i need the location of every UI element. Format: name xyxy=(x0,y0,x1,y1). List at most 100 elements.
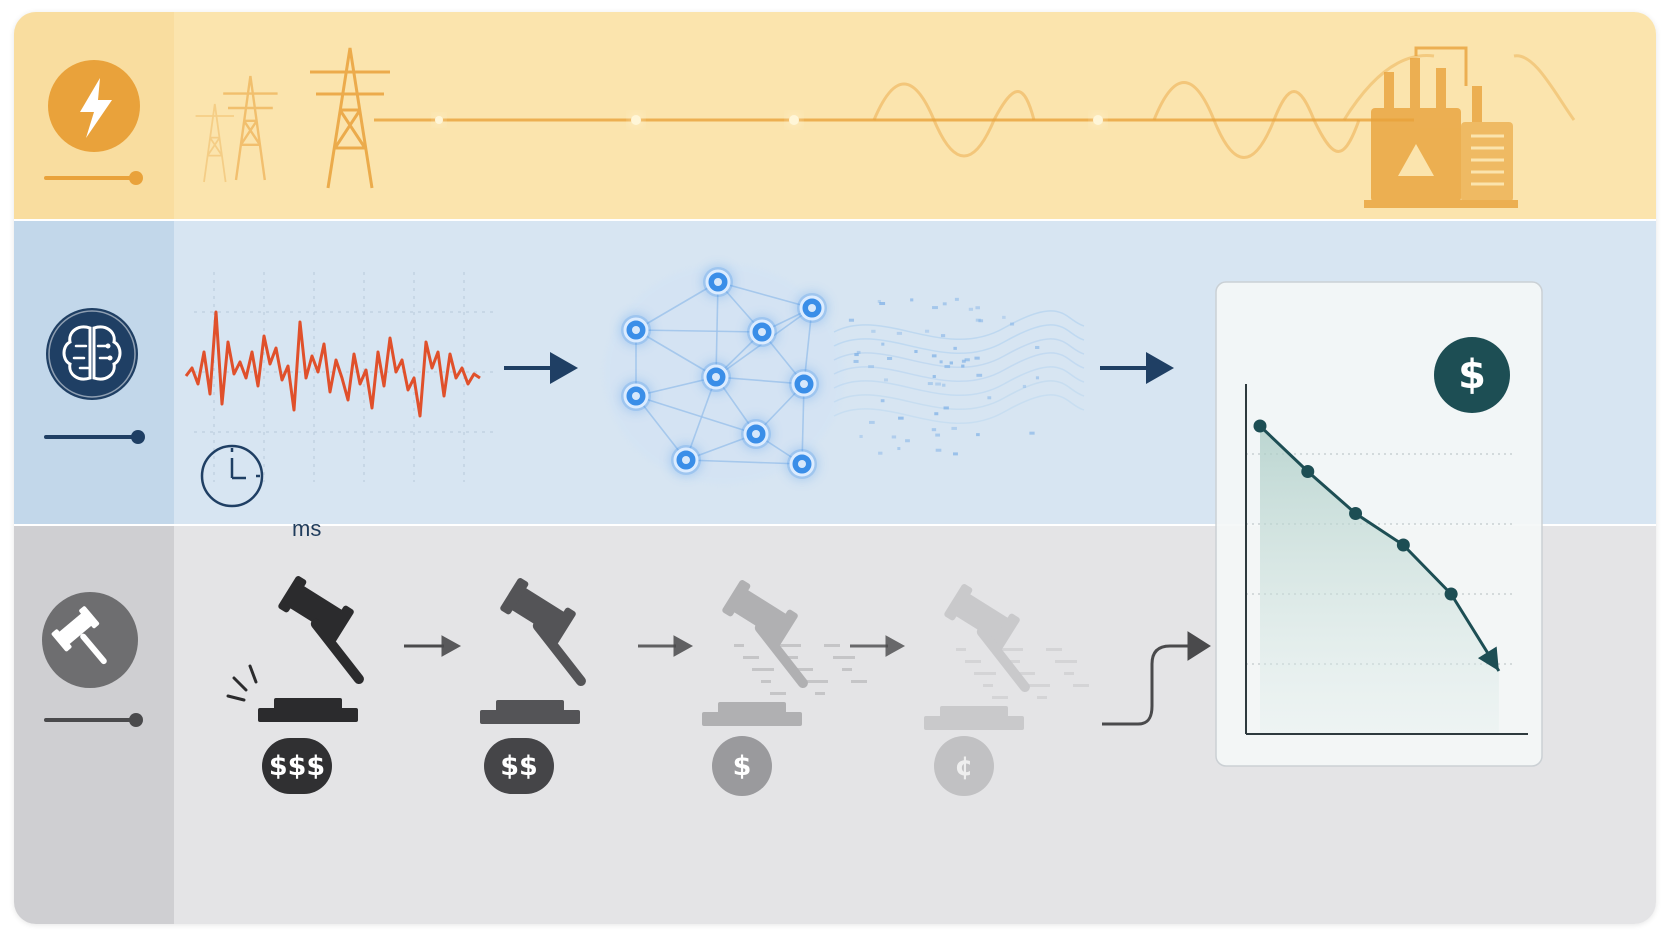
stream-particle xyxy=(856,350,861,354)
stream-particle xyxy=(887,356,893,360)
transformer-icon xyxy=(1364,46,1518,208)
volatile-signal xyxy=(184,310,481,418)
diagram-frame: ms $$$ $$ $ ¢ $ xyxy=(14,12,1656,924)
stream-particle xyxy=(939,360,943,364)
lightning-bolt-icon xyxy=(48,60,140,152)
stream-particle xyxy=(877,299,881,303)
stream-line xyxy=(833,366,1085,397)
price-area xyxy=(1260,426,1499,734)
price-token-cents: ¢ xyxy=(934,736,994,796)
stream-particle xyxy=(1002,315,1006,319)
stream-particle xyxy=(891,435,897,439)
price-token-medium: $$ xyxy=(484,738,554,794)
stream-particle xyxy=(871,329,876,333)
power-pulses xyxy=(435,115,1103,125)
stream-particle xyxy=(964,358,970,362)
stream-particle xyxy=(931,428,937,432)
ac-waveform-tail xyxy=(1342,54,1576,121)
network-node xyxy=(741,419,771,449)
network-node xyxy=(621,315,651,345)
energy-slider xyxy=(44,171,143,185)
stream-particle xyxy=(914,350,918,354)
stream-particle xyxy=(953,346,957,350)
stream-particle xyxy=(975,318,981,322)
stream-line xyxy=(833,380,1085,411)
stream-particle xyxy=(942,383,946,387)
price-arrowhead xyxy=(1477,646,1499,671)
stream-particle xyxy=(951,426,957,430)
stream-particle xyxy=(859,434,863,438)
price-point xyxy=(1396,538,1410,552)
stream-particle xyxy=(910,298,914,302)
brain-circuit-icon xyxy=(46,308,138,400)
stream-particle xyxy=(978,319,984,323)
price-token-high: $$$ xyxy=(262,738,332,794)
stream-particle xyxy=(949,361,953,365)
stream-line xyxy=(833,324,1085,355)
price-point xyxy=(1301,465,1315,478)
stream-line xyxy=(833,394,1085,425)
stream-particle xyxy=(940,334,946,338)
stream-particle xyxy=(953,452,958,456)
stream-particle xyxy=(848,318,855,322)
stream-particle xyxy=(927,382,933,386)
price-points xyxy=(1253,419,1458,601)
diagram-canvas xyxy=(14,12,1656,924)
stream-particle xyxy=(935,382,941,386)
stream-particle xyxy=(968,307,974,311)
gavel-icon xyxy=(226,576,364,722)
stream-line xyxy=(833,338,1085,369)
stream-particle xyxy=(935,433,941,437)
network-node xyxy=(671,445,701,475)
stream-particle xyxy=(976,433,980,437)
stream-particle xyxy=(897,447,901,451)
stream-particle xyxy=(905,439,910,443)
stream-particle xyxy=(987,396,992,400)
stream-particle xyxy=(975,306,980,310)
stream-particle xyxy=(896,331,903,335)
stream-particle xyxy=(942,302,947,306)
network-node xyxy=(789,369,819,399)
network-node xyxy=(701,362,731,392)
price-point xyxy=(1349,507,1363,520)
stream-particle xyxy=(879,302,886,306)
network-node xyxy=(787,449,817,479)
stream-particle xyxy=(1035,376,1040,380)
stream-line xyxy=(833,310,1085,341)
market-slider xyxy=(44,713,143,727)
data-stream xyxy=(833,297,1085,456)
stream-particle xyxy=(878,451,883,455)
stream-particle xyxy=(961,359,966,363)
dollar-icon: $ xyxy=(1434,337,1510,413)
stream-particle xyxy=(932,306,938,310)
latency-unit-label: ms xyxy=(292,516,322,541)
stream-particle xyxy=(869,420,875,424)
auction-arrows xyxy=(404,631,1211,726)
stream-particle xyxy=(943,406,949,410)
market-sidebar xyxy=(14,525,174,924)
arrow-icon xyxy=(1100,352,1174,384)
stream-particle xyxy=(944,365,951,369)
network-node xyxy=(797,293,827,323)
gavel-icon xyxy=(702,580,867,726)
stream-particle xyxy=(932,375,936,379)
stream-particle xyxy=(880,399,885,403)
stream-particle xyxy=(931,354,937,358)
stream-particle xyxy=(961,364,965,368)
network-node xyxy=(621,381,651,411)
auction-gavels xyxy=(226,576,1089,730)
network-node xyxy=(703,267,733,297)
gavel-icon xyxy=(924,584,1089,730)
price-line xyxy=(1258,424,1501,672)
stream-particle xyxy=(868,365,875,369)
neural-network xyxy=(604,264,844,484)
stream-particle xyxy=(974,356,980,360)
ai-slider xyxy=(44,430,145,444)
stream-particle xyxy=(898,416,904,420)
stream-particle xyxy=(935,448,942,452)
stream-particle xyxy=(884,378,888,382)
power-towers xyxy=(195,47,390,189)
stream-particle xyxy=(1035,345,1040,349)
price-point xyxy=(1253,419,1267,433)
stream-line xyxy=(833,352,1085,383)
